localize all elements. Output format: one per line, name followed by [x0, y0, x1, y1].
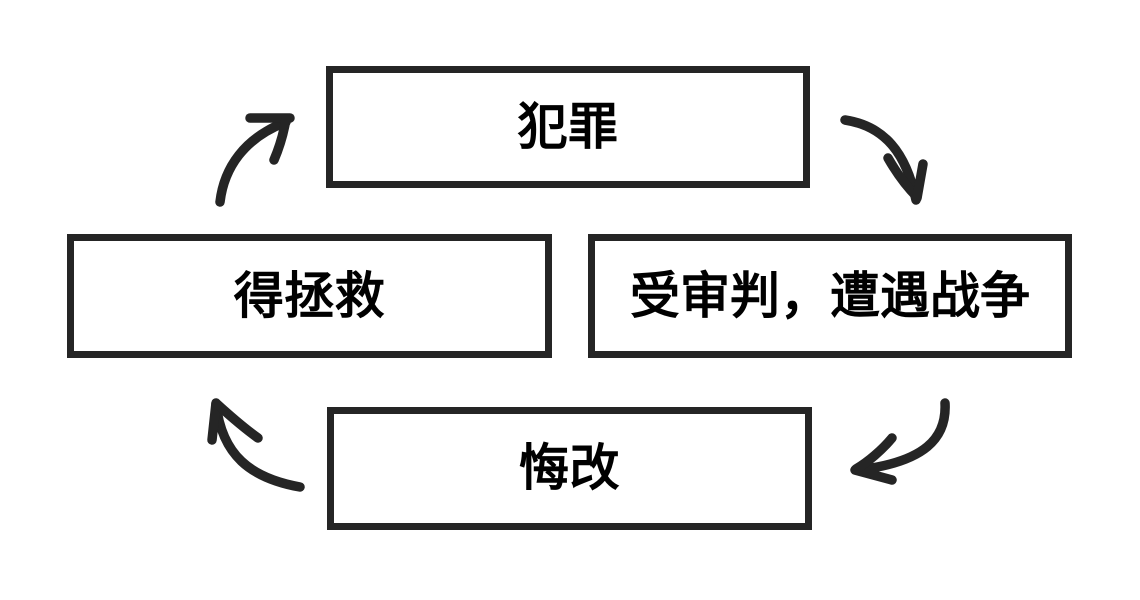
node-judgment[interactable]: 受审判，遭遇战争: [588, 234, 1072, 358]
node-repent-label: 悔改: [519, 440, 620, 497]
node-repent[interactable]: 悔改: [327, 407, 812, 530]
arrow-judgment-to-repent: [850, 398, 950, 485]
node-crime[interactable]: 犯罪: [326, 66, 810, 188]
arrow-crime-to-judgment: [840, 115, 928, 205]
node-judgment-label: 受审判，遭遇战争: [630, 267, 1030, 324]
node-saved[interactable]: 得拯救: [67, 234, 552, 358]
node-saved-label: 得拯救: [233, 267, 386, 324]
arrow-saved-to-crime: [215, 113, 295, 207]
arrow-repent-to-saved: [207, 398, 305, 492]
node-crime-label: 犯罪: [517, 98, 619, 155]
